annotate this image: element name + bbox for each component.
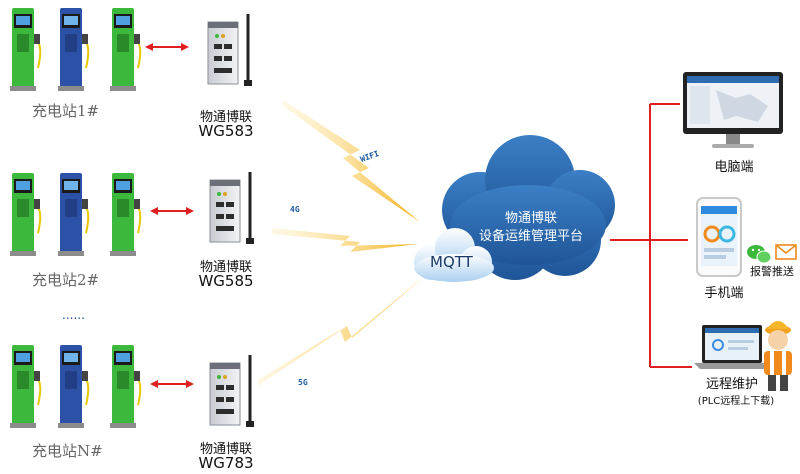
5g-label: 5G <box>298 378 308 387</box>
station-n-piles <box>9 344 142 429</box>
wifi-lightning-bolt <box>283 100 420 222</box>
alarm-push-label: 报警推送 <box>750 265 794 278</box>
mqtt-label: MQTT <box>430 253 473 271</box>
gateway-2-model: WG585 <box>198 272 254 290</box>
4g-label: 4G <box>290 205 300 214</box>
platform-subtitle: 设备运维管理平台 <box>478 229 583 244</box>
mobile-phone-icon <box>696 197 742 277</box>
remote-sub-label: (PLC远程上下载) <box>697 396 775 407</box>
gateway-wg583 <box>206 12 254 88</box>
mqtt-cloud <box>414 228 494 282</box>
station-2-label: 充电站2# <box>32 271 100 289</box>
link-arrow-2 <box>149 206 195 216</box>
pc-monitor-icon <box>683 72 783 148</box>
mobile-label: 手机端 <box>704 286 744 301</box>
gateway-wg585 <box>208 170 256 246</box>
station-1-piles <box>9 7 142 92</box>
station-ellipsis: ...... <box>62 308 85 322</box>
mail-icon <box>775 244 797 260</box>
station-n-label: 充电站N# <box>32 442 103 460</box>
link-arrow-n <box>149 379 195 389</box>
gateway-2-name: 物通博联 <box>199 260 252 275</box>
4g-lightning-bolt <box>272 228 418 252</box>
laptop-icon <box>694 325 770 369</box>
link-arrow-1 <box>144 42 190 52</box>
pc-label: 电脑端 <box>714 160 754 175</box>
platform-title: 物通博联 <box>504 211 557 226</box>
wechat-icon <box>747 245 772 264</box>
gateway-1-name: 物通博联 <box>199 110 252 125</box>
5g-lightning-bolt <box>258 276 425 386</box>
gateway-wg783 <box>208 353 256 429</box>
station-1-label: 充电站1# <box>32 102 100 120</box>
remote-maintenance-label: 远程维护 <box>705 377 758 392</box>
engineer-icon <box>764 321 792 391</box>
gateway-n-model: WG783 <box>198 454 254 472</box>
gateway-n-name: 物通博联 <box>199 442 252 457</box>
terminal-connectors <box>610 103 692 368</box>
platform-cloud <box>442 135 615 280</box>
station-2-piles <box>9 172 142 257</box>
gateway-1-model: WG583 <box>198 122 254 140</box>
